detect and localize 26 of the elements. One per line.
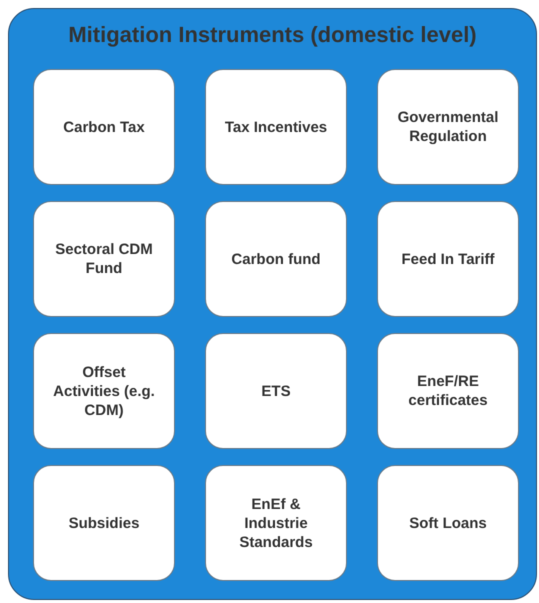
- instrument-card: [33, 333, 175, 449]
- instrument-card: [33, 465, 175, 581]
- instrument-card: [205, 201, 347, 317]
- card-label: Tax Incentives: [224, 118, 328, 136]
- card-label: Soft Loans: [409, 514, 487, 532]
- card-label: EnEf & Industrie Standards: [238, 494, 314, 552]
- card-label: Feed In Tariff: [401, 250, 495, 268]
- instrument-card: [205, 465, 347, 581]
- card-label: Carbon Tax: [63, 118, 145, 136]
- card-label: ETS: [261, 382, 291, 400]
- card-label: Governmental Regulation: [396, 108, 500, 146]
- instrument-card: [377, 465, 519, 581]
- instrument-card: [33, 201, 175, 317]
- card-label: Subsidies: [68, 514, 140, 532]
- instrument-card: [377, 333, 519, 449]
- card-label: Carbon fund: [231, 250, 321, 268]
- instrument-card: [205, 69, 347, 185]
- card-label: Sectoral CDM Fund: [54, 240, 154, 278]
- group-title: Mitigation Instruments (domestic level): [68, 22, 477, 48]
- instrument-card: [33, 69, 175, 185]
- card-label: Offset Activities (e.g. CDM): [52, 362, 156, 420]
- group-panel: [8, 8, 537, 600]
- instrument-card: [377, 201, 519, 317]
- instrument-card: [205, 333, 347, 449]
- instrument-card: [377, 69, 519, 185]
- card-label: EneF/RE certificates: [407, 372, 489, 410]
